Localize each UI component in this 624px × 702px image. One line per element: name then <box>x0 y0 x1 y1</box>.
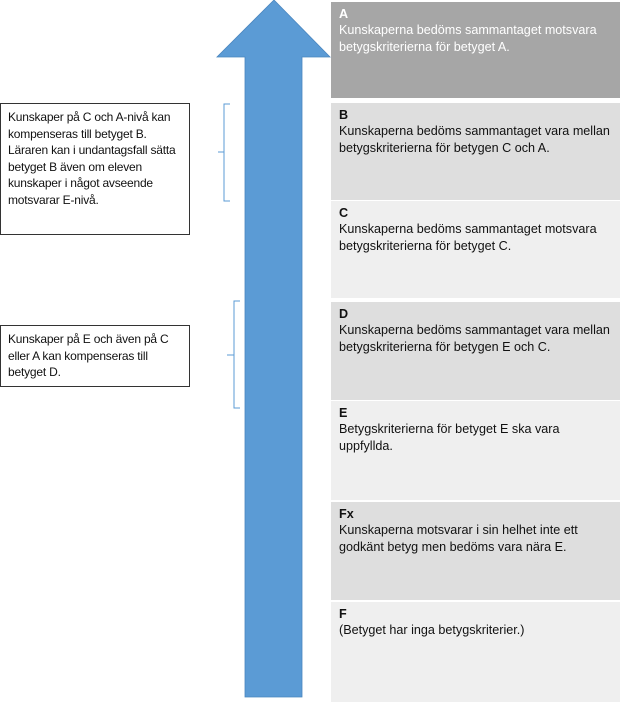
bracket-d <box>227 300 240 409</box>
grade-letter: F <box>339 607 347 621</box>
note-b-compensation: Kunskaper på C och A-nivå kan kompensera… <box>0 103 190 235</box>
note-d-compensation: Kunskaper på E och även på C eller A kan… <box>0 325 190 387</box>
grade-description: Kunskaperna bedöms sammantaget motsvara … <box>339 222 597 253</box>
grade-letter: E <box>339 406 348 420</box>
grade-description: Kunskaperna bedöms sammantaget motsvara … <box>339 23 597 54</box>
grade-description: (Betyget har inga betygskriterier.) <box>339 623 525 637</box>
grade-f: F (Betyget har inga betygskriterier.) <box>331 602 620 702</box>
up-arrow <box>216 0 331 698</box>
grade-description: Kunskaperna bedöms sammantaget vara mell… <box>339 323 610 354</box>
grade-letter: A <box>339 7 349 21</box>
grade-c: C Kunskaperna bedöms sammantaget motsvar… <box>331 201 620 298</box>
grade-letter: C <box>339 206 349 220</box>
grade-description: Kunskaperna bedöms sammantaget vara mell… <box>339 124 610 155</box>
grade-letter: B <box>339 108 349 122</box>
grade-a: A Kunskaperna bedöms sammantaget motsvar… <box>331 2 620 98</box>
grade-b: B Kunskaperna bedöms sammantaget vara me… <box>331 103 620 200</box>
grade-description: Kunskaperna motsvarar i sin helhet inte … <box>339 523 578 554</box>
grade-d: D Kunskaperna bedöms sammantaget vara me… <box>331 302 620 400</box>
grade-e: E Betygskriterierna för betyget E ska va… <box>331 401 620 500</box>
bracket-b <box>218 103 230 202</box>
grade-letter: D <box>339 307 349 321</box>
grade-fx: Fx Kunskaperna motsvarar i sin helhet in… <box>331 502 620 600</box>
grade-letter: Fx <box>339 507 354 521</box>
grade-description: Betygskriterierna för betyget E ska vara… <box>339 422 560 453</box>
